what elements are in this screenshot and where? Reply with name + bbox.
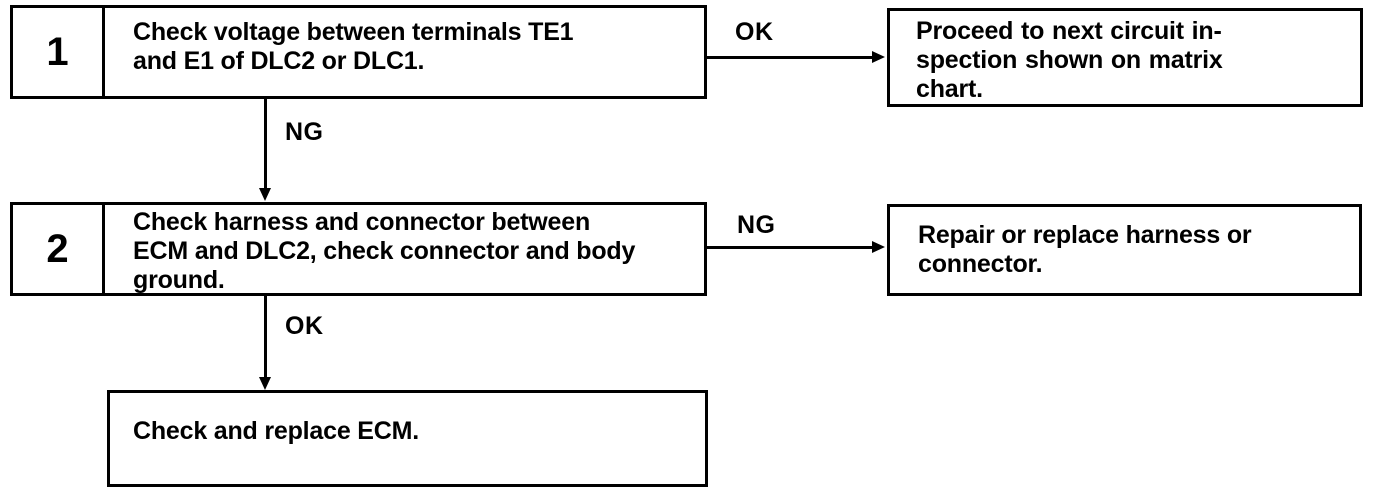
edge-label-step2-ok: OK [285,312,324,340]
edge-label-step1-ng: NG [285,118,324,146]
edge-step1-ng-arrowhead [259,188,271,201]
edge-label-step1-ok: OK [735,18,774,46]
step-1-box [10,5,707,99]
result-proceed-next-circuit-box [887,8,1363,107]
result-repair-replace-harness-text: Repair or replace harness or connector. [918,221,1252,278]
result-proceed-next-circuit-text: Proceed to next circuit in- spection sho… [916,17,1223,103]
edge-step2-ok-arrowhead [259,377,271,390]
edge-step1-ok-line [706,56,877,59]
result-check-replace-ecm-text: Check and replace ECM. [133,417,419,445]
edge-step1-ok-arrowhead [872,51,885,63]
step-2-box [10,202,707,296]
step-1-text: Check voltage between terminals TE1 and … [133,18,574,75]
edge-step1-ng-line [264,99,267,189]
result-repair-replace-harness-box [887,204,1362,296]
step-2-text: Check harness and connector between ECM … [133,208,636,294]
edge-step2-ok-line [264,296,267,377]
step-1-number: 1 [13,8,105,96]
edge-label-step2-ng: NG [737,211,776,239]
result-check-replace-ecm-box [107,390,708,487]
step-2-number: 2 [13,205,105,293]
edge-step2-ng-arrowhead [872,241,885,253]
edge-step2-ng-line [706,246,877,249]
